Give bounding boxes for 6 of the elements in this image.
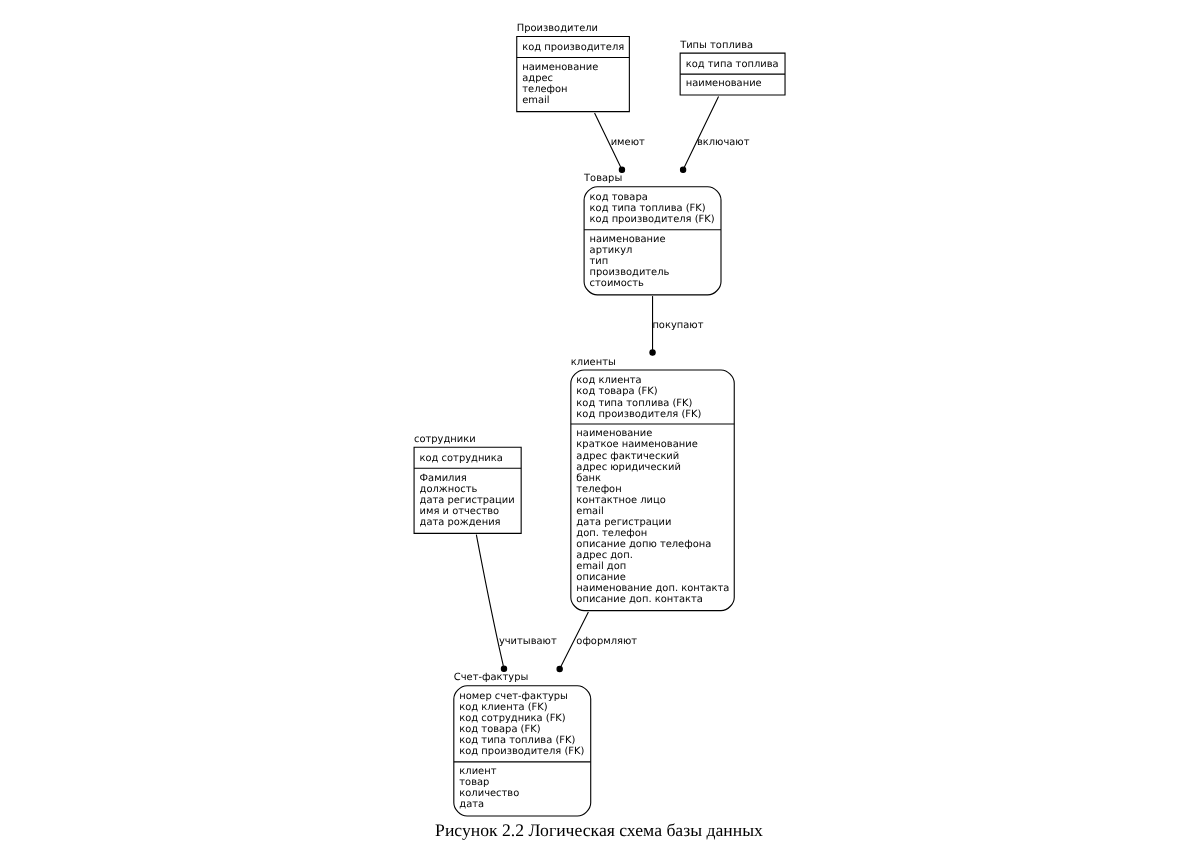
connector — [556, 611, 589, 673]
connector — [649, 295, 656, 356]
connector — [679, 95, 720, 173]
connector — [475, 534, 508, 672]
caption: Рисунок 2.2 Логическая схема базы данных — [435, 819, 763, 840]
connector — [594, 112, 626, 173]
